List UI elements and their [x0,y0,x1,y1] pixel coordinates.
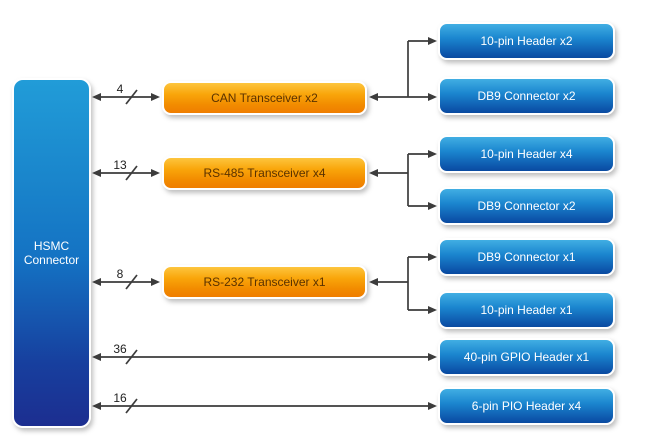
gpio-bus-arrow [92,349,437,365]
bus-width-label-can: 4 [116,82,124,96]
pio-bus-arrow [92,398,437,414]
endpoint-label: 10-pin Header x1 [480,303,573,317]
endpoint-label: DB9 Connector x2 [477,89,576,103]
endpoint-rs485-10pin-header-box: 10-pin Header x4 [438,135,615,173]
can-fanout-arrows [369,37,437,101]
rs485-fanout-arrows [369,150,437,210]
endpoint-label: 10-pin Header x4 [480,147,573,161]
endpoint-label: 10-pin Header x2 [480,34,573,48]
rs485-transceiver-label: RS-485 Transceiver x4 [203,166,326,180]
endpoint-6pin-pio-header-box: 6-pin PIO Header x4 [438,387,615,425]
bus-width-label-rs485: 13 [113,158,127,172]
bus-width-label-rs232: 8 [116,267,124,281]
hsmc-connector-box: HSMC Connector [12,78,91,428]
endpoint-label: 6-pin PIO Header x4 [471,399,582,413]
endpoint-label: 40-pin GPIO Header x1 [463,350,590,364]
endpoint-rs232-db9-connector-box: DB9 Connector x1 [438,238,615,276]
endpoint-rs232-10pin-header-box: 10-pin Header x1 [438,291,615,329]
endpoint-label: DB9 Connector x2 [477,199,576,213]
endpoint-rs485-db9-connector-box: DB9 Connector x2 [438,187,615,225]
endpoint-40pin-gpio-header-box: 40-pin GPIO Header x1 [438,338,615,376]
bus-width-label-pio: 16 [113,391,127,405]
endpoint-can-10pin-header-box: 10-pin Header x2 [438,22,615,60]
can-transceiver-box: CAN Transceiver x2 [162,81,367,115]
rs485-transceiver-box: RS-485 Transceiver x4 [162,156,367,190]
endpoint-label: DB9 Connector x1 [477,250,576,264]
can-transceiver-label: CAN Transceiver x2 [211,91,318,105]
hsmc-connector-label: HSMC Connector [23,239,80,267]
rs232-transceiver-label: RS-232 Transceiver x1 [203,275,326,289]
rs232-fanout-arrows [369,253,437,314]
bus-width-label-gpio: 36 [113,342,127,356]
endpoint-can-db9-connector-box: DB9 Connector x2 [438,77,615,115]
rs232-transceiver-box: RS-232 Transceiver x1 [162,265,367,299]
